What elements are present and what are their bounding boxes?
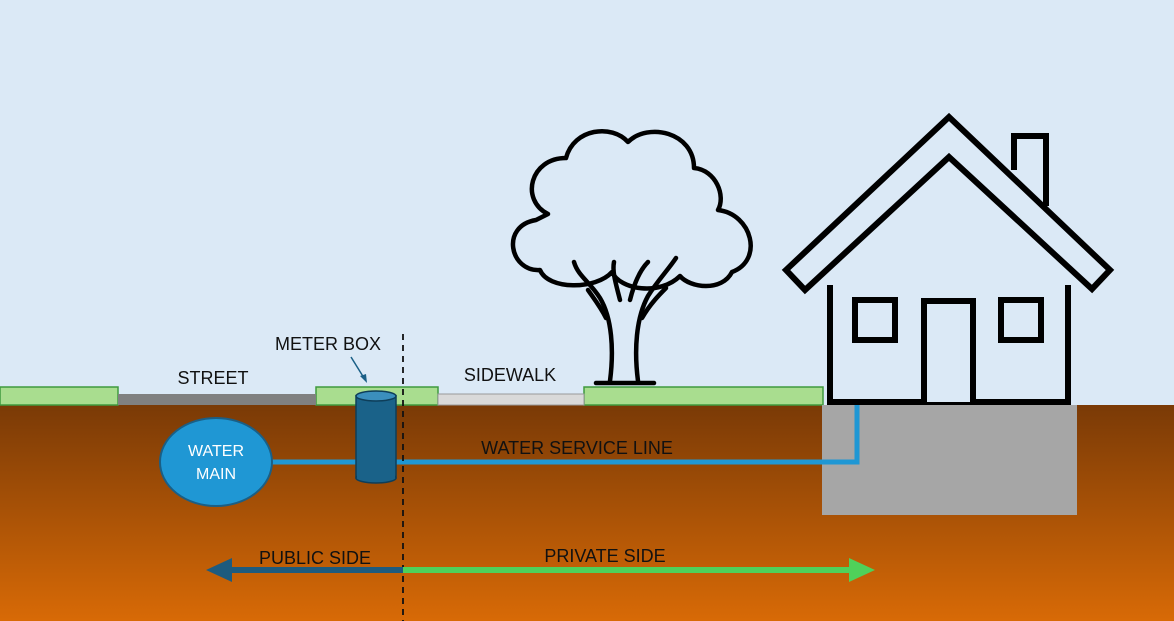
water-main-label-line1: WATER bbox=[188, 443, 244, 460]
meter-box-label: METER BOX bbox=[275, 334, 381, 354]
sidewalk-label: SIDEWALK bbox=[464, 365, 556, 385]
street-label: STREET bbox=[177, 368, 248, 388]
grass-strip-left bbox=[0, 386, 119, 406]
private-side-arrow bbox=[403, 558, 875, 582]
water-service-pipe bbox=[270, 386, 860, 465]
house-icon bbox=[781, 112, 1115, 405]
public-side-arrow bbox=[206, 558, 403, 582]
house-foundation bbox=[822, 405, 1077, 515]
meter-box-pointer-head bbox=[360, 374, 367, 383]
sidewalk-surface bbox=[437, 393, 585, 406]
street-surface bbox=[118, 394, 316, 405]
private-side-label: PRIVATE SIDE bbox=[544, 546, 665, 566]
meter-box bbox=[355, 390, 397, 484]
public-side-label: PUBLIC SIDE bbox=[259, 548, 371, 568]
water-main bbox=[159, 417, 273, 507]
meter-box-pointer bbox=[350, 356, 365, 379]
tree-icon bbox=[510, 128, 753, 386]
water-service-line-label: WATER SERVICE LINE bbox=[481, 438, 673, 458]
grass-strip-right bbox=[583, 386, 824, 406]
water-main-label-line2: MAIN bbox=[196, 466, 236, 483]
